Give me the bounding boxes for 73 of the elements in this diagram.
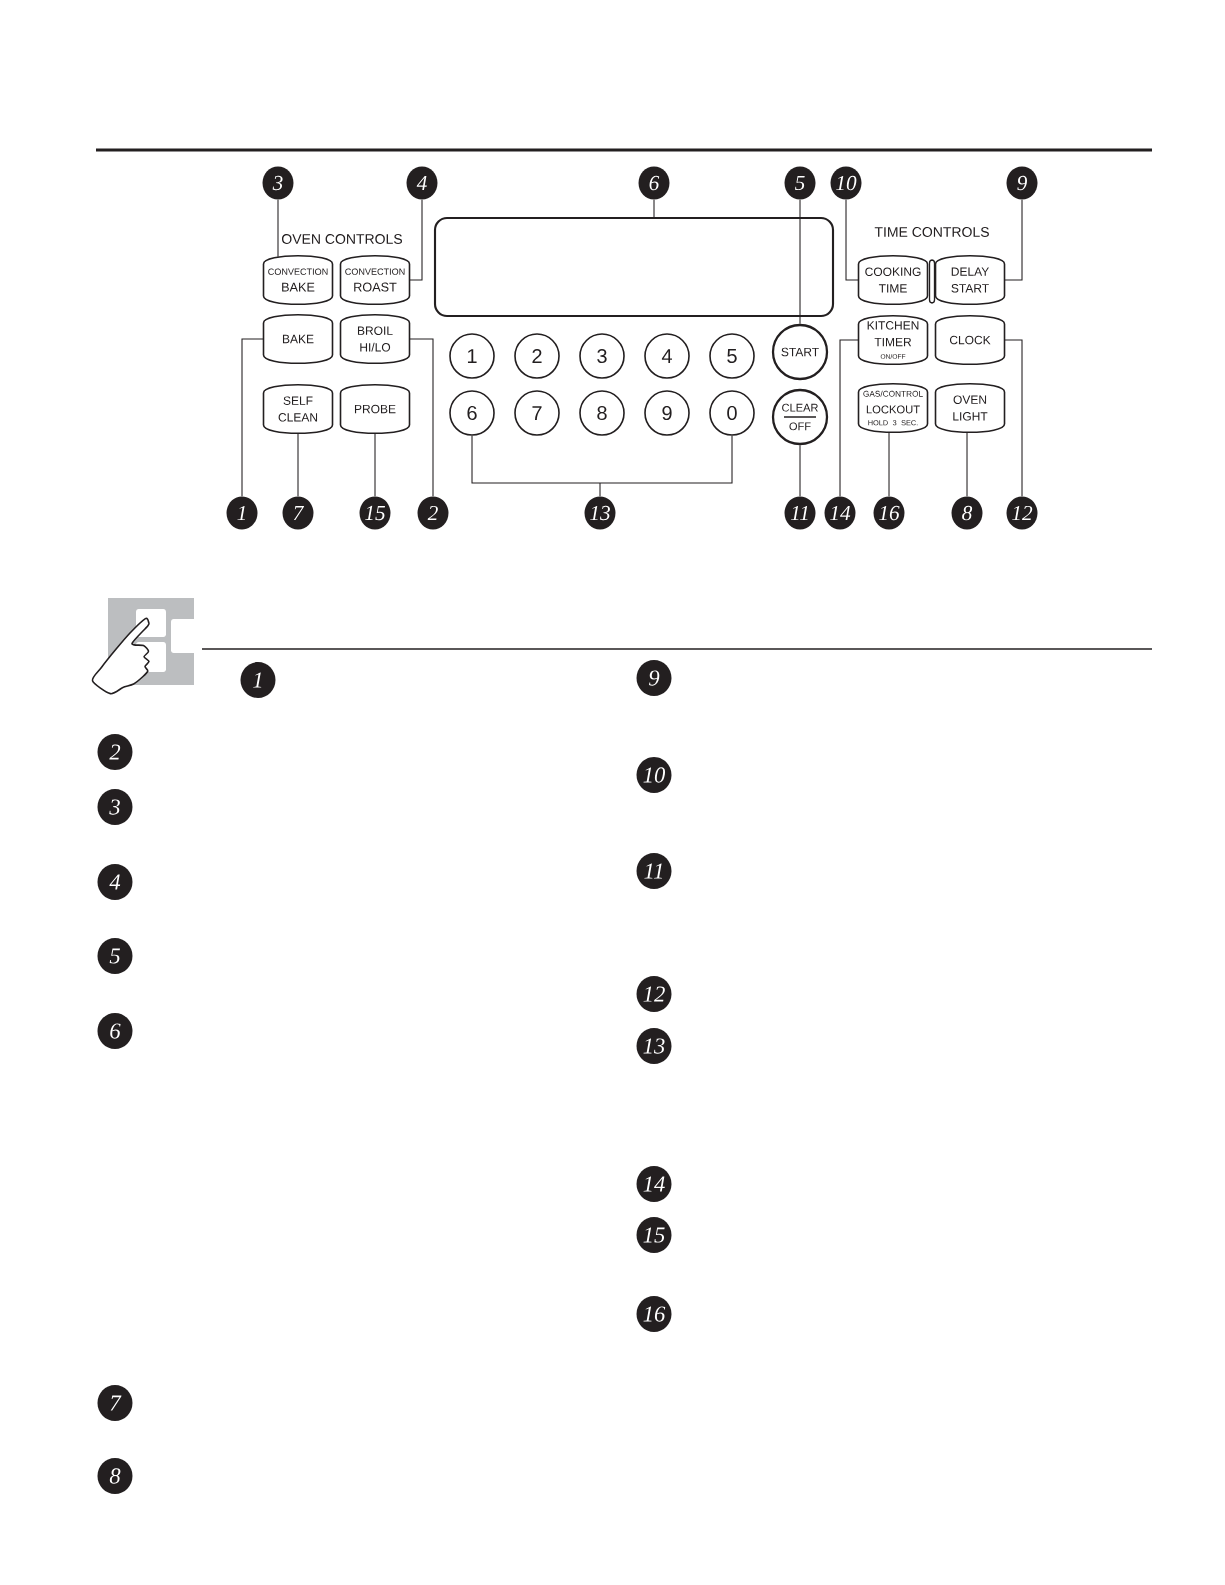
number-key: 1 — [449, 333, 495, 379]
leader-line — [966, 431, 968, 497]
control-button: BAKE — [262, 313, 334, 365]
callout-number: 7 — [97, 1385, 133, 1421]
callout-number: 5 — [97, 938, 133, 974]
callout-number: 13 — [636, 1028, 672, 1064]
leader-line — [374, 433, 376, 497]
callout-number: 9 — [636, 660, 672, 696]
leader-line — [653, 199, 655, 218]
callout-number: 2 — [417, 496, 449, 530]
callout-number: 4 — [97, 864, 133, 900]
callout-number: 16 — [636, 1296, 672, 1332]
callout-number: 14 — [636, 1166, 672, 1202]
callout-number: 3 — [97, 789, 133, 825]
control-button: PROBE — [339, 383, 411, 435]
round-button: START — [771, 323, 829, 381]
callout-number: 9 — [1006, 166, 1038, 200]
callout-number: 13 — [584, 496, 616, 530]
number-key: 8 — [579, 390, 625, 436]
round-button: CLEAR OFF — [771, 388, 829, 446]
callout-number: 8 — [97, 1458, 133, 1494]
callout-number: 8 — [951, 496, 983, 530]
callout-number: 12 — [1006, 496, 1038, 530]
callout-number: 11 — [784, 496, 816, 530]
control-button: CLOCK — [934, 314, 1006, 366]
control-button: CONVECTION ROAST — [339, 254, 411, 306]
callout-number: 6 — [97, 1013, 133, 1049]
callout-number: 4 — [406, 166, 438, 200]
control-button: BROIL HI/LO — [339, 313, 411, 365]
callout-number: 6 — [638, 166, 670, 200]
callout-number: 12 — [636, 976, 672, 1012]
callout-number: 15 — [359, 496, 391, 530]
callout-number: 3 — [262, 166, 294, 200]
number-key: 2 — [514, 333, 560, 379]
leader-line — [799, 199, 801, 325]
control-button: DELAY START — [934, 254, 1006, 306]
control-button: OVEN LIGHT — [934, 382, 1006, 434]
number-key: 9 — [644, 390, 690, 436]
callout-number: 11 — [636, 853, 672, 889]
leader-line — [297, 433, 299, 497]
callout-number: 1 — [226, 496, 258, 530]
leader-line — [1004, 339, 1023, 497]
callout-number: 14 — [824, 496, 856, 530]
number-key: 4 — [644, 333, 690, 379]
leader-line — [799, 444, 801, 497]
callout-number: 1 — [240, 662, 276, 698]
number-key: 6 — [449, 390, 495, 436]
leader-line — [409, 199, 423, 281]
display-window — [433, 216, 835, 318]
callout-number: 10 — [830, 166, 862, 200]
leader-line — [409, 338, 434, 497]
leader-line — [1004, 199, 1023, 281]
callout-number: 15 — [636, 1217, 672, 1253]
leader-line — [471, 435, 733, 497]
leader-line — [845, 199, 859, 281]
leader-line — [839, 339, 859, 497]
callout-number: 16 — [873, 496, 905, 530]
leader-line — [277, 199, 279, 258]
number-key: 0 — [709, 390, 755, 436]
callout-number: 10 — [636, 757, 672, 793]
control-button: CONVECTION BAKE — [262, 254, 334, 306]
number-key: 7 — [514, 390, 560, 436]
number-key: 5 — [709, 333, 755, 379]
callout-number: 2 — [97, 734, 133, 770]
leader-line — [888, 431, 890, 497]
callout-number: 5 — [784, 166, 816, 200]
number-key: 3 — [579, 333, 625, 379]
control-button: SELF CLEAN — [262, 383, 334, 435]
callout-number: 7 — [282, 496, 314, 530]
section-heading: TIME CONTROLS — [874, 227, 989, 237]
leader-line — [241, 338, 264, 497]
control-button: COOKING TIME — [857, 254, 929, 306]
section-heading: OVEN CONTROLS — [282, 234, 403, 244]
